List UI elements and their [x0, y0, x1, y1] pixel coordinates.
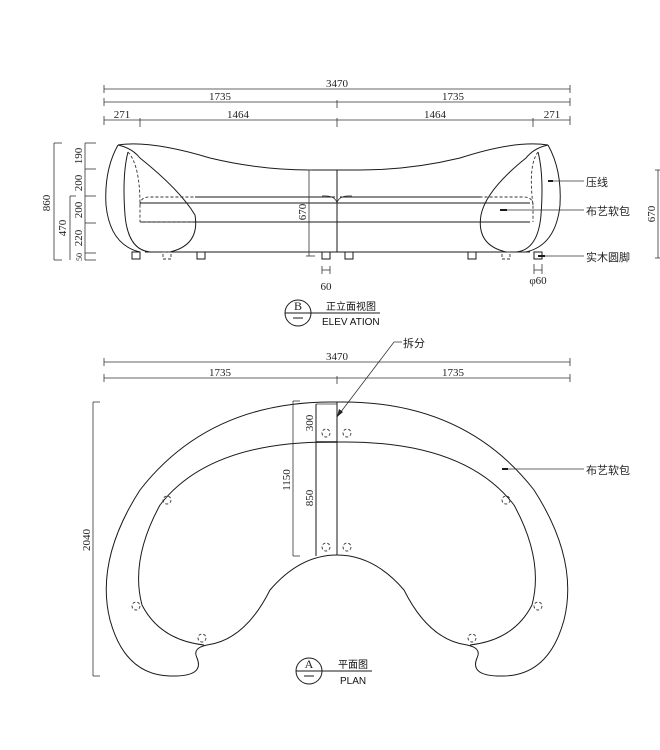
plan-left-dimension: 2040 — [81, 401, 100, 677]
plan-title-en: PLAN — [340, 676, 366, 687]
dim-center-height: 670 — [297, 203, 309, 220]
elevation-right-dimension: 670 — [646, 169, 660, 259]
dim-half-right: 1735 — [442, 91, 465, 103]
dim-right-height: 670 — [646, 205, 658, 222]
dim-seat-height: 470 — [57, 219, 69, 236]
plan-top-dimensions: 3470 1735 1735 — [103, 351, 571, 384]
plan-dim-half-right: 1735 — [442, 367, 465, 379]
dim-stack-4: 220 — [73, 229, 85, 246]
dim-arm-left: 271 — [114, 109, 131, 121]
dim-half-left: 1735 — [209, 91, 232, 103]
plan-callout-fabric-upholstery: 布艺软包 — [586, 463, 630, 477]
dim-leg-diameter: φ60 — [529, 275, 547, 287]
plan-dim-overall-width: 3470 — [326, 351, 349, 363]
leg-diameter-dimension: φ60 — [529, 264, 547, 287]
callout-fabric-upholstery: 布艺软包 — [586, 204, 630, 218]
dim-seat-right: 1464 — [424, 109, 447, 121]
dim-stack-3: 200 — [73, 201, 85, 218]
plan-title-cn: 平面图 — [338, 659, 368, 671]
dim-overall-width: 3470 — [326, 78, 349, 90]
dim-stack-1: 190 — [73, 147, 85, 164]
elevation-sofa-body: 670 — [105, 143, 561, 257]
plan-title-block: A 平面图 PLAN — [295, 657, 372, 687]
callout-press-line: 压线 — [586, 175, 608, 189]
elevation-left-dimensions: 860 470 190 200 200 220 50 — [41, 142, 96, 261]
elevation-callouts: 压线 布艺软包 实木圆脚 — [500, 175, 630, 264]
plan-dim-depth: 2040 — [81, 529, 93, 552]
dim-leg-width: 60 — [321, 281, 333, 293]
plan-sofa-body — [105, 401, 569, 677]
elevation-top-dimensions: 3470 1735 1735 271 1464 1464 271 — [103, 78, 571, 127]
elevation-legs — [131, 251, 543, 260]
callout-solid-wood-leg: 实木圆脚 — [586, 250, 630, 264]
plan-split-callout: 拆分 — [336, 336, 425, 418]
dim-stack-5: 50 — [75, 253, 84, 261]
callout-split: 拆分 — [403, 336, 425, 350]
elevation-view-letter: B — [294, 299, 302, 313]
plan-view-letter: A — [305, 657, 314, 671]
plan-dim-total-depth: 1150 — [281, 469, 293, 491]
plan-dim-seat-depth: 850 — [304, 489, 316, 506]
dim-overall-height: 860 — [41, 194, 53, 211]
elevation-title-en: ELEV ATION — [322, 317, 380, 328]
dim-arm-right: 271 — [544, 109, 561, 121]
plan-dim-back-depth: 300 — [304, 414, 316, 431]
plan-dim-half-left: 1735 — [209, 367, 232, 379]
dim-stack-2: 200 — [73, 174, 85, 191]
dim-seat-left: 1464 — [227, 109, 250, 121]
plan-callouts: 布艺软包 — [502, 463, 630, 477]
leg-width-dimension: 60 — [321, 266, 333, 293]
elevation-title-cn: 正立面视图 — [326, 300, 376, 313]
plan-center-dimensions: 1150 300 850 — [281, 400, 316, 557]
elevation-title-block: B 正立面视图 ELEV ATION — [284, 299, 380, 328]
